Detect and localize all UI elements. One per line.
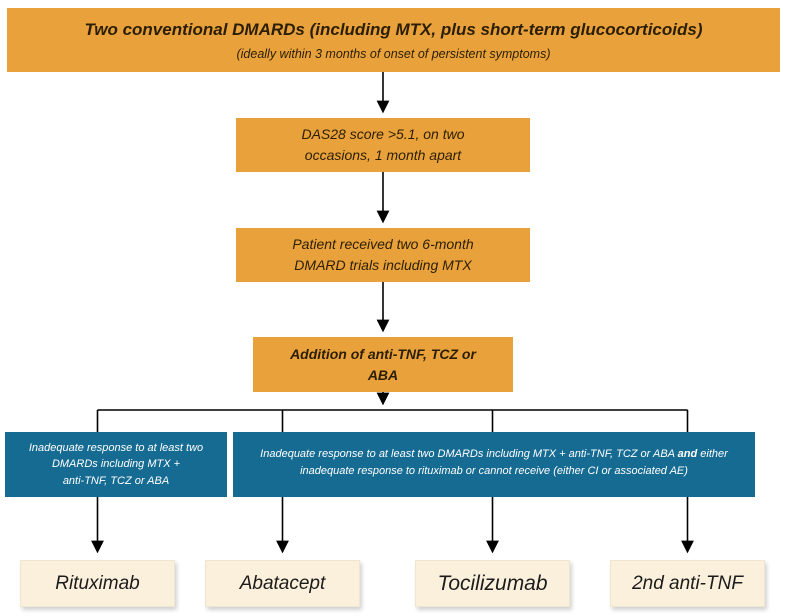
conventional-dmards-title: Two conventional DMARDs (including MTX, … — [84, 19, 703, 39]
box-criteria-alternatives: Inadequate response to at least two DMAR… — [233, 432, 755, 497]
outcome-tocilizumab: Tocilizumab — [415, 560, 570, 607]
conventional-dmards-subtitle: (ideally within 3 months of onset of per… — [236, 46, 551, 61]
outcome-2nd-anti-tnf: 2nd anti-TNF — [610, 560, 765, 607]
outcome-rituximab: Rituximab — [20, 560, 175, 607]
box-conventional-dmards: Two conventional DMARDs (including MTX, … — [7, 8, 780, 72]
outcome-abatacept: Abatacept — [205, 560, 360, 607]
criteria-alternatives-pre: Inadequate response to at least two DMAR… — [260, 448, 675, 460]
box-criteria-rituximab: Inadequate response to at least two DMAR… — [5, 432, 227, 497]
box-addition-anti-tnf: Addition of anti-TNF, TCZ or ABA — [253, 337, 513, 392]
box-dmard-trials: Patient received two 6-month DMARD trial… — [236, 228, 530, 282]
criteria-alternatives-and: and — [677, 448, 698, 460]
box-das28-score: DAS28 score >5.1, on two occasions, 1 mo… — [236, 118, 530, 172]
criteria-alternatives-post: either inadequate response to rituximab … — [300, 448, 728, 477]
